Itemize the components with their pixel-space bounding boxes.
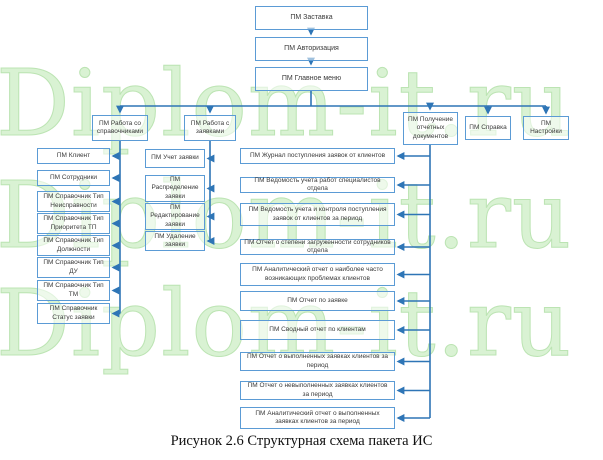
node-directory: ПМ Справочник Тип ТМ: [37, 280, 110, 301]
node-report: ПМ Ведомость учета работ специалистов от…: [240, 177, 395, 193]
node-report: ПМ Отчет о степени загруженности сотрудн…: [240, 239, 395, 255]
node-report: ПМ Отчет о невыполненных заявках клиенто…: [240, 381, 395, 400]
node-request: ПМ Редактирование заявки: [145, 203, 205, 230]
node-directory: ПМ Справочник Статус заявки: [37, 303, 110, 324]
node-directory: ПМ Справочник Тип ДУ: [37, 257, 110, 278]
node-directory: ПМ Клиент: [37, 148, 110, 164]
node-work-requests: ПМ Работа с заявками: [184, 115, 236, 141]
node-report: ПМ Ведомость учета и контроля поступлени…: [240, 203, 395, 226]
node-report: ПМ Журнал поступления заявок от клиентов: [240, 148, 395, 164]
node-directory: ПМ Сотрудники: [37, 170, 110, 186]
node-main-menu: ПМ Главное меню: [255, 67, 368, 91]
node-report: ПМ Отчет о выполненных заявках клиентов …: [240, 352, 395, 371]
node-report: ПМ Сводный отчет по клиентам: [240, 320, 395, 340]
node-directory: ПМ Справочник Тип Неисправности: [37, 191, 110, 212]
node-request: ПМ Учет заявки: [145, 149, 205, 168]
figure-caption: Рисунок 2.6 Структурная схема пакета ИС: [170, 433, 433, 449]
node-settings: ПМ Настройки: [523, 116, 569, 140]
node-report: ПМ Отчет по заявке: [240, 291, 395, 311]
node-reports-menu: ПМ Получение отчетных документов: [403, 112, 458, 145]
node-authorization: ПМ Авторизация: [255, 37, 368, 61]
node-splash: ПМ Заставка: [255, 6, 368, 30]
node-help: ПМ Справка: [465, 116, 511, 140]
node-request: ПМ Распределение заявки: [145, 175, 205, 202]
node-work-directories: ПМ Работа со справочниками: [92, 115, 148, 141]
node-report: ПМ Аналитический отчет о выполненных зая…: [240, 407, 395, 429]
node-report: ПМ Аналитический отчет о наиболее часто …: [240, 263, 395, 286]
node-directory: ПМ Справочник Тип Должности: [37, 235, 110, 256]
node-request: ПМ Удаление заявки: [145, 231, 205, 251]
node-directory: ПМ Справочник Тип Приоритета ТП: [37, 213, 110, 234]
